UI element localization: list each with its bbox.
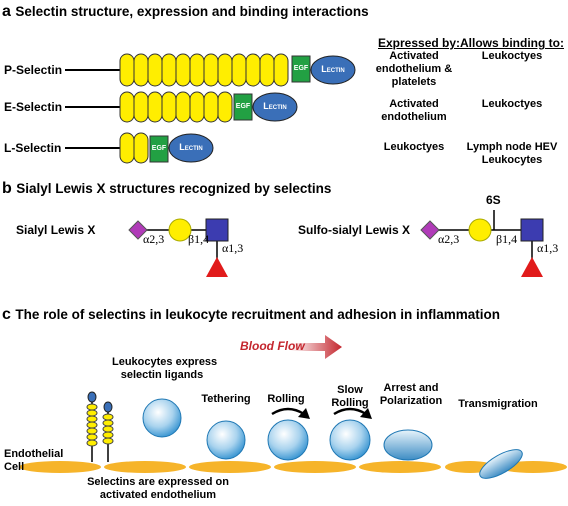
e-selectin-lectin-domain xyxy=(252,92,298,122)
panel-b-heading: b Sialyl Lewis X structures recognized b… xyxy=(2,180,332,197)
sialyl-lewis-x-label: Sialyl Lewis X xyxy=(16,223,96,237)
endothelial-selectin-1 xyxy=(86,391,98,462)
leukocyte-tethering xyxy=(206,420,246,460)
p-selectin-repeats xyxy=(119,53,289,87)
rolling-arrow xyxy=(271,407,310,419)
panel-a-heading: a Selectin structure, expression and bin… xyxy=(2,3,369,20)
l-selectin-lectin-domain xyxy=(168,133,214,163)
p-selectin-label: P-Selectin xyxy=(4,63,63,77)
slow-rolling-arrow xyxy=(333,407,372,419)
l-selectin-expressed: Leukoctyes xyxy=(383,141,445,153)
rolling-label: Rolling xyxy=(267,393,305,405)
glcnac-square xyxy=(205,218,229,242)
sialyl-lewis-x-structure xyxy=(128,218,229,277)
e-selectin-label: E-Selectin xyxy=(4,100,63,114)
egf-label: EGF xyxy=(235,103,251,110)
fucose-triangle xyxy=(521,257,543,277)
leukocyte-rolling xyxy=(267,419,309,461)
fucose-triangle xyxy=(206,257,228,277)
endothelial-selectin-2 xyxy=(102,401,114,462)
e-selectin-repeats xyxy=(119,91,233,123)
sialic-acid-diamond xyxy=(420,220,440,240)
sulfo-sialyl-lewis-x-structure xyxy=(420,210,544,277)
e-selectin-binding: Leukoctyes xyxy=(481,98,543,110)
galactose-circle xyxy=(468,218,492,242)
lectin-label: Lectin xyxy=(179,142,203,152)
allows-binding-header: Allows binding to: xyxy=(460,36,564,50)
leukocyte-arrest xyxy=(383,429,433,461)
leukocyte-free xyxy=(142,398,182,438)
glcnac-square xyxy=(520,218,544,242)
l-selectin-diagram xyxy=(65,132,214,164)
alpha-2-3-label: α2,3 xyxy=(143,232,165,246)
endothelium-layer xyxy=(19,461,567,473)
e-selectin-diagram xyxy=(65,91,298,123)
alpha-1-3-label: α1,3 xyxy=(537,241,559,255)
beta-1-4-label: β1,4 xyxy=(496,232,518,246)
l-selectin-egf-domain xyxy=(149,135,169,163)
egf-label: EGF xyxy=(293,65,309,72)
tethering-label: Tethering xyxy=(201,393,251,405)
leukocyte-slow-rolling xyxy=(329,419,371,461)
alpha-1-3-label: α1,3 xyxy=(222,241,244,255)
alpha-2-3-label: α2,3 xyxy=(438,232,460,246)
sulfo-sialyl-lewis-x-label: Sulfo-sialyl Lewis X xyxy=(298,223,411,237)
p-selectin-lectin-domain xyxy=(310,55,356,85)
sialic-acid-diamond xyxy=(128,220,148,240)
blood-flow-label: Blood Flow xyxy=(240,339,305,353)
leukocyte-transmigrating xyxy=(479,449,523,479)
egf-label: EGF xyxy=(151,145,167,152)
l-selectin-label: L-Selectin xyxy=(4,141,62,155)
expressed-by-header: Expressed by: xyxy=(378,36,461,50)
lectin-label: Lectin xyxy=(263,101,287,111)
galactose-circle xyxy=(168,218,192,242)
e-selectin-egf-domain xyxy=(233,93,253,121)
lectin-label: Lectin xyxy=(321,64,345,74)
l-selectin-repeats xyxy=(119,132,149,164)
p-selectin-egf-domain xyxy=(291,55,311,83)
p-selectin-binding: Leukoctyes xyxy=(481,50,543,62)
beta-1-4-label: β1,4 xyxy=(188,232,210,246)
p-selectin-diagram xyxy=(65,53,356,87)
sulfo-label: 6S xyxy=(486,193,501,207)
panel-c-heading: c The role of selectins in leukocyte rec… xyxy=(2,306,500,323)
transmigration-label: Transmigration xyxy=(458,398,538,410)
blood-flow-arrow xyxy=(290,335,342,359)
